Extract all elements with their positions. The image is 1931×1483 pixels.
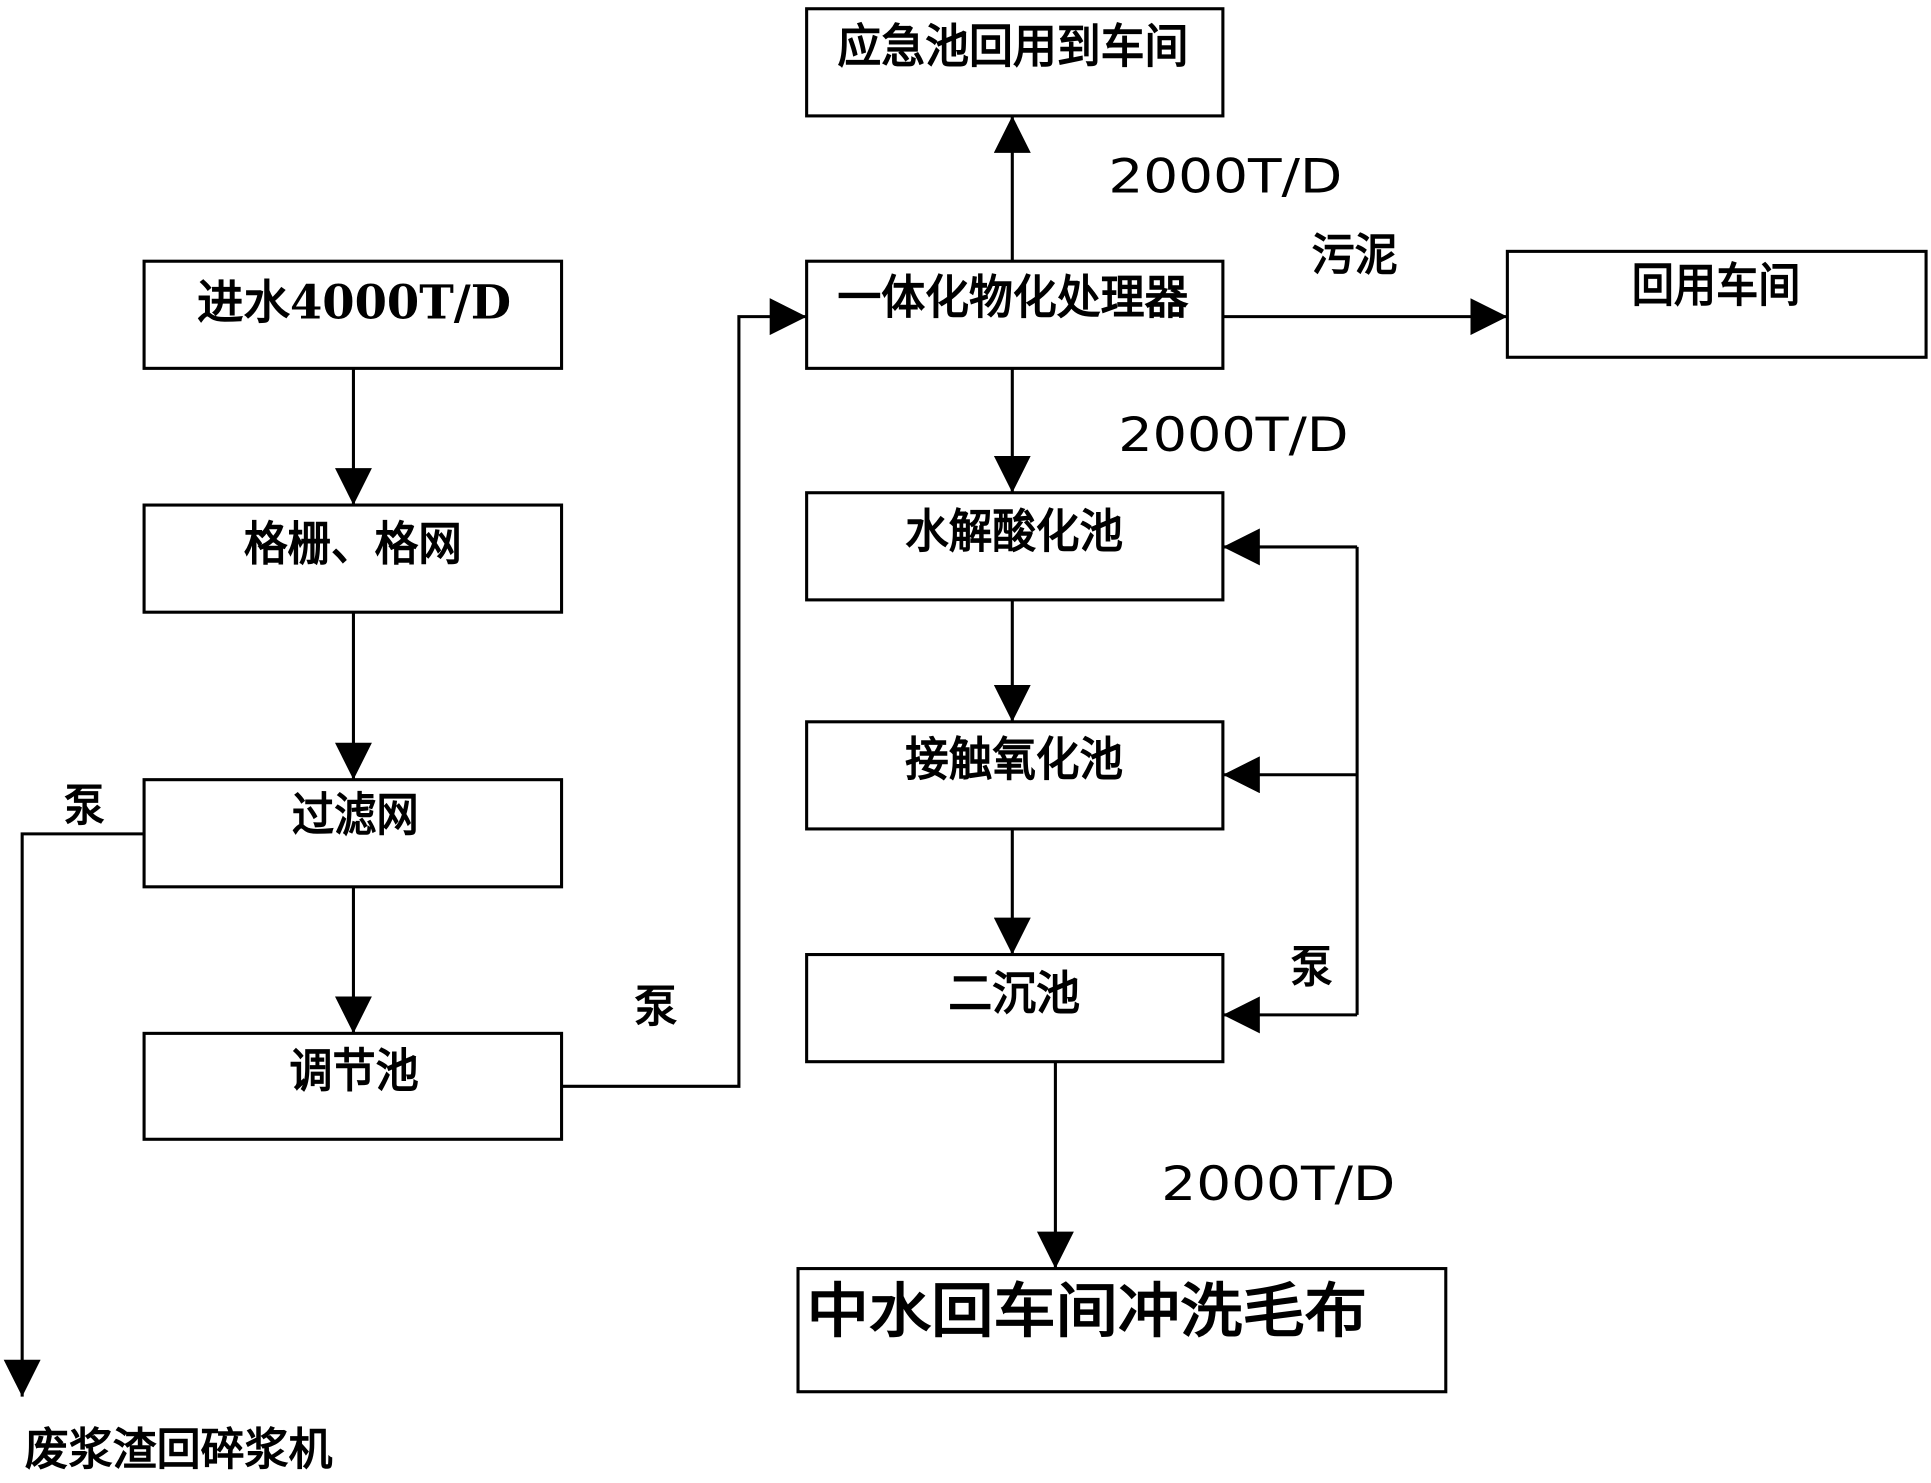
node-integrated-treatment-label: 一体化物化处理器: [837, 271, 1189, 326]
node-equalization-tank: 调节池: [142, 1031, 564, 1141]
node-intake-label: 进水4000T/D: [197, 276, 511, 331]
node-intake: 进水4000T/D: [142, 259, 564, 370]
node-emergency-pool-box: [805, 7, 1225, 118]
node-secondary-clarifier-label: 二沉池: [948, 966, 1080, 1021]
node-waste-pulp-label: 废浆渣回碎浆机: [25, 1424, 334, 1476]
node-contact-oxidation: 接触氧化池: [805, 720, 1225, 831]
node-hydrolysis-acidification-box: [805, 491, 1225, 602]
node-emergency-pool: 应急池回用到车间: [805, 7, 1225, 118]
edge-label-pump-recycle: 泵: [1291, 941, 1333, 993]
node-intake-box: [142, 259, 564, 370]
edge-label-flow-to-reclaimed: 2000T/D: [1161, 1158, 1395, 1212]
node-emergency-pool-label: 应急池回用到车间: [837, 19, 1188, 74]
arrow-filter-to-waste-pulp: [3, 832, 145, 1397]
node-reuse-workshop: 回用车间: [1505, 249, 1928, 359]
node-integrated-treatment-box: [805, 259, 1225, 370]
node-screen: 格栅、格网: [142, 503, 564, 614]
edge-label-sludge: 污泥: [1312, 229, 1398, 281]
node-contact-oxidation-label: 接触氧化池: [905, 732, 1123, 787]
node-reclaimed-water-box: [796, 1267, 1448, 1394]
node-reclaimed-water: 中水回车间冲洗毛布: [796, 1267, 1448, 1394]
node-contact-oxidation-box: [805, 720, 1225, 831]
node-filter-screen-label: 过滤网: [292, 788, 419, 843]
node-equalization-tank-box: [142, 1031, 564, 1141]
node-reuse-workshop-box: [1505, 249, 1928, 359]
edge-label-flow-to-emergency: 2000T/D: [1108, 150, 1342, 204]
node-secondary-clarifier-box: [805, 953, 1225, 1064]
node-hydrolysis-acidification: 水解酸化池: [805, 491, 1225, 602]
node-secondary-clarifier: 二沉池: [805, 953, 1225, 1064]
node-reuse-workshop-label: 回用车间: [1632, 258, 1801, 313]
node-screen-label: 格栅、格网: [244, 517, 462, 572]
arrow-equalization-to-integrated: [561, 298, 807, 1088]
edge-label-pump-equalization: 泵: [634, 980, 677, 1032]
node-equalization-tank-label: 调节池: [289, 1044, 418, 1099]
node-hydrolysis-acidification-label: 水解酸化池: [905, 505, 1123, 560]
node-reclaimed-water-label: 中水回车间冲洗毛布: [807, 1275, 1367, 1345]
node-integrated-treatment: 一体化物化处理器: [805, 259, 1225, 370]
node-filter-screen: 过滤网: [142, 778, 564, 889]
edge-label-pump-filter: 泵: [64, 780, 105, 832]
edge-label-flow-to-hydrolysis: 2000T/D: [1118, 409, 1348, 463]
